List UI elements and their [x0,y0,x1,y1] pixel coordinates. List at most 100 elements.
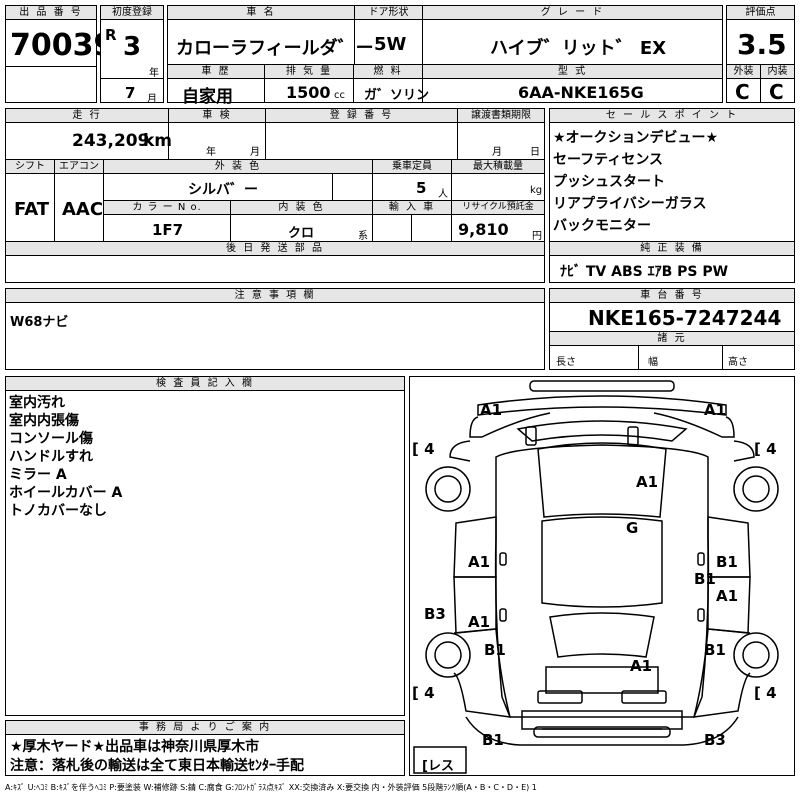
load-label: 最大積載量 [452,160,544,174]
shift-type: FAT [14,199,50,220]
fuel: ガ゛ソリン [364,88,430,103]
spare-tire-value: レス [427,759,454,774]
interior-color-unit: 系 [358,231,368,242]
height-label: 高さ [728,357,748,368]
inspector-box: 検 査 員 記 入 欄 室内汚れ 室内内張傷 コンソール傷 ハンドルすれ ミラー… [5,376,405,716]
registration-label: 初度登録 [101,6,163,20]
damage-trunk: A1 [630,657,653,675]
damage-roof: G [626,519,639,537]
damage-left-front-door: A1 [468,553,491,571]
notes-text: W68ナビ [10,315,69,330]
details-box: 走 行 車 検 登 録 番 号 譲渡書類期限 243,209 km 年 月 月 … [5,108,545,283]
selling-point: バックモニター [553,218,651,234]
interior-color: クロ [288,226,315,241]
damage-front-left: A1 [480,401,503,419]
exterior-label: 外装 [727,65,760,79]
displacement: 1500 [286,83,331,102]
damage-left-quarter: B3 [424,605,446,623]
registration-box: 初度登録 R 3 年 7 月 [100,5,164,105]
length-label: 長さ [556,357,576,368]
model-label: 型 式 [423,65,722,79]
era: R [105,26,117,44]
spare-tire-status: [レス [422,759,454,774]
mileage-unit: km [143,131,173,151]
damage-right-rear-door: A1 [716,587,739,605]
selling-point: プッシュスタート [553,174,665,190]
notes-label: 注 意 事 項 欄 [6,289,544,303]
selling-points-box: セ ー ル ス ポ イ ン ト ★オークションデビュー★ セーフティセンス プッ… [549,108,795,283]
width-label: 幅 [648,357,658,368]
equipment-label: 純 正 装 備 [550,242,794,256]
vehicle-history: 自家用 [182,87,233,107]
ac-label: エアコン [55,160,103,174]
interior-grade: C [769,80,784,104]
door-type: 5W [374,34,407,55]
regno-label: 登 録 番 号 [266,109,457,123]
damage-rear-bumper-right: B3 [704,731,726,749]
tire-fl-value: 4 [424,440,435,458]
interior-color-label: 内 装 色 [231,201,372,215]
damage-left-rear-fender: B1 [484,641,506,659]
chassis-label: 車 台 番 号 [550,289,794,303]
inspector-item: ハンドルすれ [9,449,93,465]
selling-point: セーフティセンス [553,152,664,168]
damage-hood: A1 [636,473,659,491]
chassis-box: 車 台 番 号 NKE165-7247244 諸 元 長さ 幅 高さ [549,288,795,370]
tire-rr-value: 4 [766,684,777,702]
disp-unit: cc [334,90,345,101]
transfer-day-unit: 日 [530,147,540,158]
transfer-month-unit: 月 [492,147,502,158]
tire-rear-left: [ 4 [412,684,435,702]
selling-points-label: セ ー ル ス ポ イ ン ト [550,109,794,123]
score-label: 評価点 [727,6,794,20]
notes-box: 注 意 事 項 欄 W68ナビ [5,288,545,370]
inspector-item: トノカバーなし [9,503,107,519]
displacement-label: 排 気 量 [265,65,353,79]
recycle-unit: 円 [532,231,542,242]
shift-label: シフト [6,160,54,174]
mileage: 243,209 [72,131,150,151]
mileage-label: 走 行 [6,109,168,123]
capacity-unit: 人 [438,189,448,200]
spec-label: 諸 元 [550,332,794,346]
reg-month: 7 [125,84,136,102]
recycle-label: リサイクル預託金 [452,201,544,215]
interior-label: 内装 [761,65,794,79]
vehicle-box: 車 名 ドア形状 グ レ ー ド カローラフィールダ゛ー 5W ハイブ゛リット゛… [167,5,723,107]
color-number: 1F7 [152,221,184,239]
exterior-color: シルバ゛ー [188,182,258,198]
damage-right-door-edge: B1 [694,570,716,588]
name-label: 車 名 [168,6,354,20]
selling-points-list: ★オークションデビュー★ セーフティセンス プッシュスタート リアプライバシーガ… [553,129,718,235]
capacity-label: 乗車定員 [373,160,451,174]
equipment-list: ﾅﾋﾞ TV ABS ｴｱB PS PW [560,264,729,280]
later-parts-label: 後 日 発 送 部 品 [6,242,544,256]
month-unit: 月 [147,94,157,105]
inspector-item: 室内内張傷 [9,413,79,429]
fuel-label: 燃 料 [354,65,422,79]
exterior-grade: C [735,80,750,104]
inspection-label: 車 検 [169,109,265,123]
transfer-label: 譲渡書類期限 [458,109,544,123]
damage-right-front-door: B1 [716,553,738,571]
car-diagram [413,380,779,774]
damage-right-rear-fender: B1 [704,641,726,659]
recycle-fee: 9,810 [458,220,509,239]
lot-number: 70039 [10,28,115,63]
selling-point: ★オークションデビュー★ [553,130,719,146]
office-notice-box: 事 務 局 よ り ご 案 内 ★厚木ヤード★出品車は神奈川県厚木市 注意：落札… [5,720,405,776]
inspection-month-unit: 月 [250,147,260,158]
inspector-item: ミラー A [9,467,67,483]
office-label: 事 務 局 よ り ご 案 内 [6,721,404,735]
lot-label: 出 品 番 号 [6,6,96,20]
inspection-year-unit: 年 [206,147,216,158]
selling-point: リアプライバシーガラス [553,196,707,212]
load-unit: kg [530,185,543,196]
capacity: 5 [416,179,427,197]
inspector-item: ホイールカバー A [9,485,123,501]
door-label: ドア形状 [355,6,422,20]
score-value: 3.5 [737,28,787,61]
color-label: 外 装 色 [104,160,372,174]
car-diagram-box: A1 A1 [ 4 [ 4 A1 G A1 B1 B1 A1 B3 A1 B1 … [409,376,795,776]
grade-label: グ レ ー ド [423,6,722,20]
